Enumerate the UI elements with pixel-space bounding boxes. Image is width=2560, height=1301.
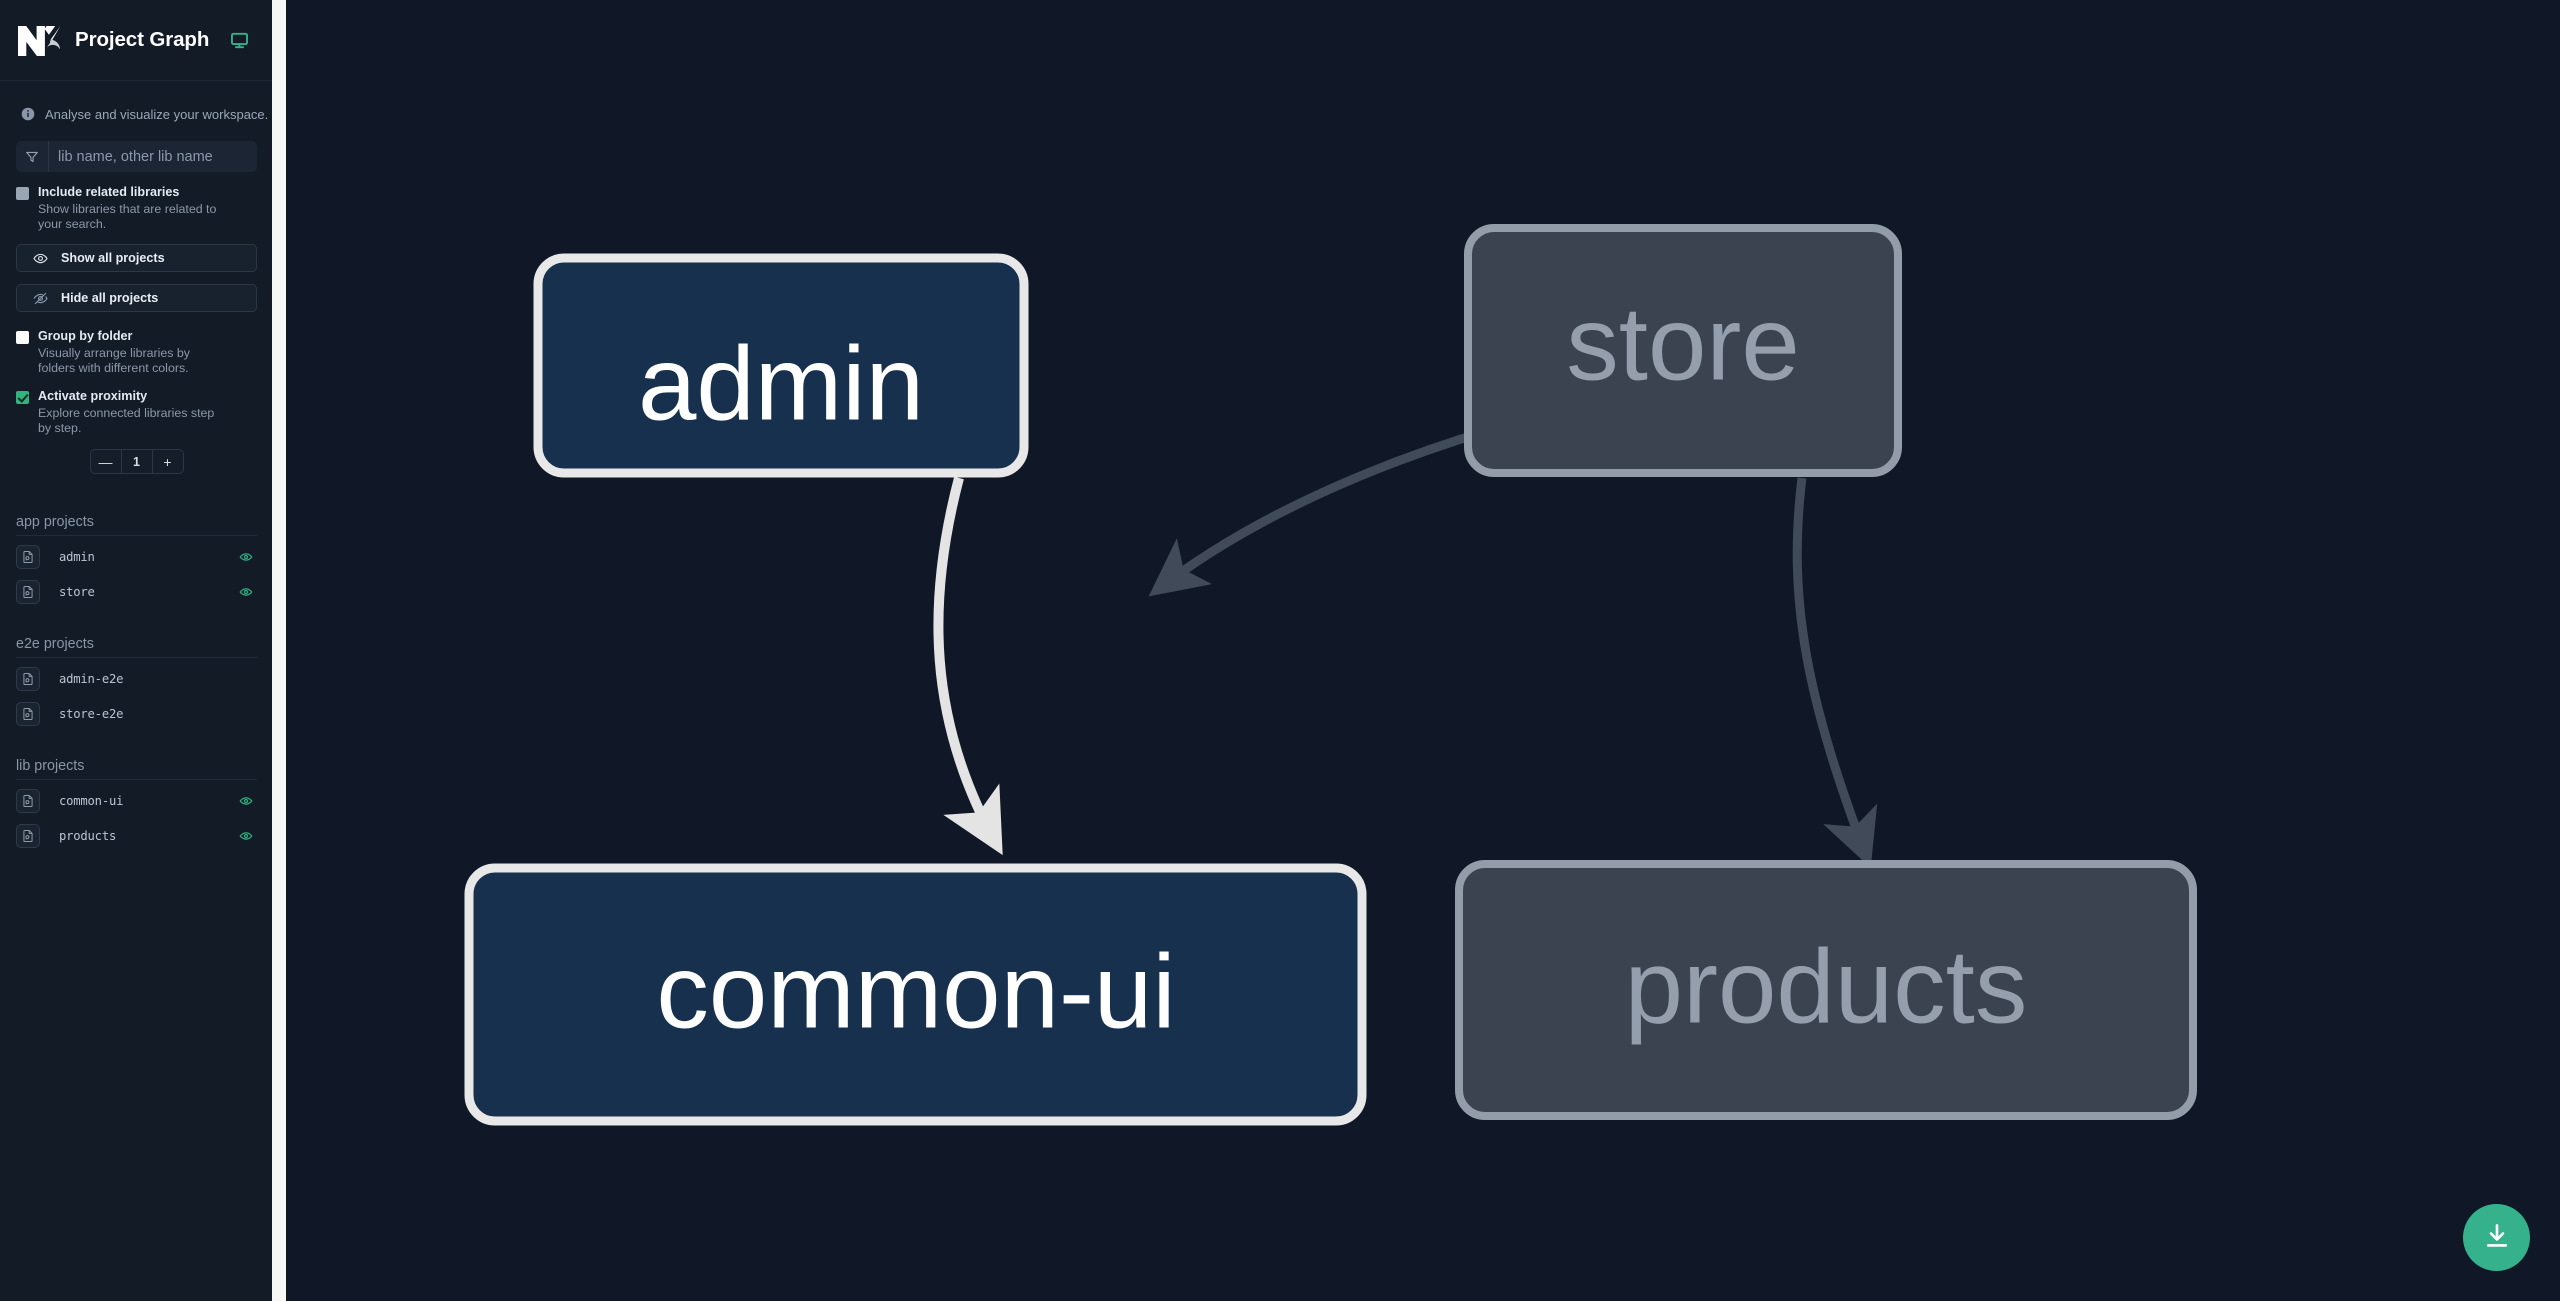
project-list-item-common-ui[interactable]: common-ui [16, 786, 257, 815]
option-description: Explore connected libraries step by step… [38, 406, 215, 435]
project-graph-svg: store products admin common-ui [464, 224, 2197, 1126]
project-file-icon [16, 666, 40, 691]
graph-canvas[interactable]: store products admin common-ui [287, 0, 2560, 1301]
option-include-related-libraries[interactable]: Include related libraries Show libraries… [16, 184, 257, 232]
option-description: Visually arrange libraries by folders wi… [38, 346, 190, 375]
eye-icon[interactable] [239, 829, 253, 843]
project-group-title: app projects [16, 514, 257, 536]
project-name: common-ui [59, 793, 124, 808]
checkbox-activate-proximity[interactable] [16, 391, 29, 404]
project-group-title: lib projects [16, 758, 257, 780]
project-group-e2e: e2e projects admin-e2e [16, 636, 257, 728]
proximity-value: 1 [120, 450, 153, 473]
project-file-icon [16, 788, 40, 813]
project-list-item-store-e2e[interactable]: store-e2e [16, 699, 257, 728]
graph-node-admin[interactable]: admin [533, 253, 1029, 478]
page-title: Project Graph [75, 28, 210, 51]
eye-icon[interactable] [239, 585, 253, 599]
hide-all-projects-label: Hide all projects [61, 291, 159, 305]
node-store-box[interactable] [1464, 224, 1902, 477]
project-group-lib: lib projects common-ui [16, 758, 257, 850]
proximity-stepper[interactable]: — 1 + [89, 449, 184, 474]
option-label: Activate proximity [38, 389, 148, 403]
project-list-item-store[interactable]: store [16, 577, 257, 606]
sidebar: Project Graph Analyse and visualize your… [0, 0, 286, 1301]
project-file-icon [16, 579, 40, 604]
eye-icon[interactable] [239, 794, 253, 808]
search-box[interactable] [16, 141, 257, 172]
node-admin-box[interactable] [533, 253, 1029, 478]
search-input[interactable] [49, 141, 257, 172]
option-label: Group by folder [38, 329, 133, 343]
edge-store-to-products [1792, 477, 1878, 868]
eye-icon [33, 251, 48, 266]
node-admin-label: admin [638, 326, 924, 443]
graph-node-store[interactable]: store [1464, 224, 1902, 477]
project-name: admin-e2e [59, 671, 124, 686]
monitor-icon[interactable] [230, 31, 249, 50]
project-name: store [59, 584, 95, 599]
project-group-app: app projects admin [16, 514, 257, 606]
option-activate-proximity[interactable]: Activate proximity Explore connected lib… [16, 388, 257, 436]
eye-icon[interactable] [239, 550, 253, 564]
show-all-projects-button[interactable]: Show all projects [16, 244, 257, 272]
proximity-decrement-button[interactable]: — [98, 453, 113, 470]
eye-slash-icon [33, 291, 48, 306]
edge-admin-to-common-ui [933, 476, 1003, 856]
project-group-title: e2e projects [16, 636, 257, 658]
project-list-item-products[interactable]: products [16, 821, 257, 850]
option-group-by-folder[interactable]: Group by folder Visually arrange librari… [16, 328, 257, 376]
project-list-item-admin-e2e[interactable]: admin-e2e [16, 664, 257, 693]
node-common-ui-label: common-ui [656, 934, 1175, 1051]
node-products-label: products [1625, 929, 2028, 1046]
option-description: Show libraries that are related to your … [38, 202, 217, 231]
proximity-increment-button[interactable]: + [163, 453, 172, 470]
project-file-icon [16, 544, 40, 569]
tagline-text: Analyse and visualize your workspace. [45, 106, 269, 122]
graph-node-common-ui[interactable]: common-ui [464, 863, 1367, 1126]
info-icon [21, 107, 35, 121]
project-file-icon [16, 701, 40, 726]
project-file-icon [16, 823, 40, 848]
nx-logo-icon [17, 23, 61, 57]
project-list-item-admin[interactable]: admin [16, 542, 257, 571]
checkbox-group-by-folder[interactable] [16, 331, 29, 344]
sidebar-body: Include related libraries Show libraries… [0, 127, 273, 1301]
project-name: products [59, 828, 117, 843]
filter-funnel-icon [16, 141, 49, 172]
download-graph-button[interactable] [2463, 1204, 2530, 1271]
project-name: admin [59, 549, 95, 564]
node-store-label: store [1566, 286, 1799, 403]
hide-all-projects-button[interactable]: Hide all projects [16, 284, 257, 312]
checkbox-include-related-libraries[interactable] [16, 187, 29, 200]
project-name: store-e2e [59, 706, 124, 721]
tagline: Analyse and visualize your workspace. [0, 81, 273, 127]
node-common-ui-box[interactable] [464, 863, 1367, 1126]
show-all-projects-label: Show all projects [61, 251, 165, 265]
graph-node-products[interactable]: products [1455, 860, 2197, 1120]
sidebar-header: Project Graph [0, 0, 273, 81]
sidebar-scrollbar[interactable] [272, 0, 286, 1301]
option-label: Include related libraries [38, 185, 180, 199]
node-products-box[interactable] [1455, 860, 2197, 1120]
download-icon [2482, 1221, 2512, 1254]
